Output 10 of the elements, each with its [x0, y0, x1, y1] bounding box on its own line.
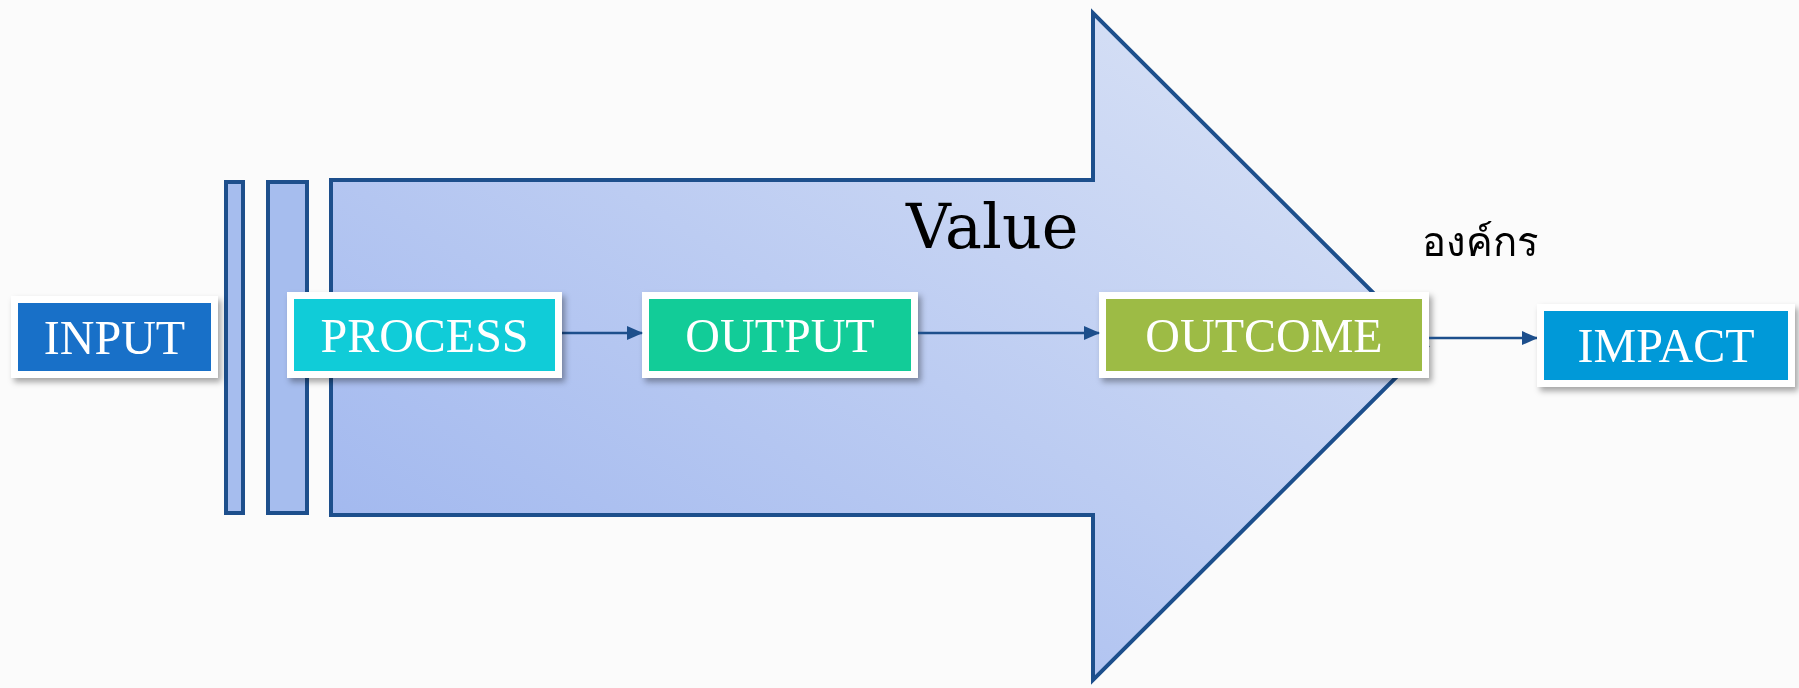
process-box: OUTPUT [642, 292, 918, 378]
arrow [918, 326, 1100, 340]
process-box: OUTCOME [1099, 292, 1429, 378]
process-box: PROCESS [287, 292, 562, 378]
arrow [1429, 331, 1538, 345]
edge-label: Value [906, 196, 1079, 258]
edge-label: องค์กร [1422, 222, 1538, 262]
arrow [562, 326, 643, 340]
process-box: INPUT [11, 296, 218, 378]
process-box: IMPACT [1537, 304, 1795, 387]
